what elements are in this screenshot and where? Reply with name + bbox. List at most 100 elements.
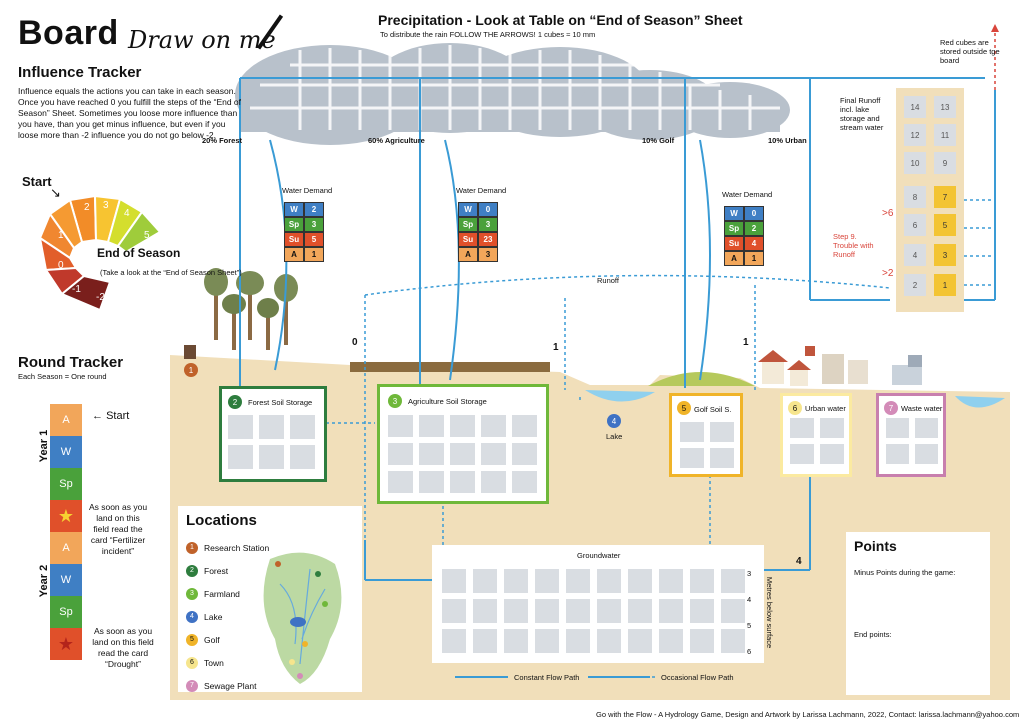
- water-demand-label-forest: Water Demand: [282, 186, 333, 195]
- round-cell-autumn-1: A: [50, 404, 82, 436]
- urban-badge: 6: [788, 401, 802, 415]
- runoff-cell-3[interactable]: 3: [934, 244, 956, 266]
- minus-points-label: Minus Points during the game:: [854, 568, 956, 577]
- round-cell-spring-2: Sp: [50, 596, 82, 628]
- round-cell-autumn-2: A: [50, 532, 82, 564]
- runoff-cell-6[interactable]: 6: [904, 214, 926, 236]
- end-of-season-note: (Take a look at the “End of Season Sheet…: [100, 268, 242, 277]
- round-cell-summer-2: ★: [50, 628, 82, 660]
- influence-tracker-title: Influence Tracker: [18, 64, 142, 81]
- agriculture-badge: 3: [388, 394, 402, 408]
- points-title: Points: [854, 538, 897, 554]
- runoff-cell-4[interactable]: 4: [904, 244, 926, 266]
- trouble-runoff-label: Step 9. Trouble with Runoff: [833, 232, 874, 259]
- round-tracker-subtitle: Each Season = One round: [18, 372, 107, 381]
- runoff-cell-8[interactable]: 8: [904, 186, 926, 208]
- runoff-cell-13[interactable]: 13: [934, 96, 956, 118]
- groundwater-grid[interactable]: [442, 569, 745, 653]
- runoff-cell-12[interactable]: 12: [904, 124, 926, 146]
- influence-value-1: 1: [58, 230, 64, 241]
- waste-storage-label: Waste water: [901, 404, 943, 413]
- runoff-cell-11[interactable]: 11: [934, 124, 956, 146]
- legend-occasional: Occasional Flow Path: [655, 673, 740, 682]
- round-start-label: ← Start: [92, 410, 130, 422]
- waste-storage-grid[interactable]: [886, 418, 938, 464]
- runoff-cell-10[interactable]: 10: [904, 152, 926, 174]
- forest-badge: 2: [228, 395, 242, 409]
- start-arrow-icon: ↘: [50, 185, 61, 200]
- runoff-cell-14[interactable]: 14: [904, 96, 926, 118]
- depth-axis-label: Metres below surface: [765, 576, 775, 649]
- research-station-badge: 1: [184, 363, 198, 377]
- board-title: Board: [18, 14, 119, 52]
- gt2-label: >2: [882, 268, 894, 279]
- agriculture-soil-storage: 3 Agriculture Soil Storage: [377, 384, 549, 504]
- waste-water-storage: 7 Waste water: [876, 393, 946, 477]
- round-tracker-title: Round Tracker: [18, 354, 124, 371]
- forest-storage-label: Forest Soil Storage: [248, 398, 313, 407]
- depth-6: 6: [747, 647, 752, 656]
- influence-value-0: 0: [58, 260, 64, 271]
- influence-value-5: 5: [144, 230, 150, 241]
- forest-share: 20% Forest: [202, 136, 243, 145]
- forest-storage-grid[interactable]: [228, 415, 315, 469]
- fertilizer-note: As soon as you land on this field read t…: [88, 502, 148, 556]
- urban-share: 10% Urban: [768, 136, 807, 145]
- end-of-season-label: End of Season: [97, 246, 181, 260]
- gt6-label: >6: [882, 208, 894, 219]
- golf-soil-storage: 5 Golf Soil S.: [669, 393, 743, 477]
- year1-label: Year 1: [38, 429, 51, 463]
- influence-value-4: 4: [124, 208, 130, 219]
- urban-storage-grid[interactable]: [790, 418, 844, 464]
- runoff-cell-1[interactable]: 1: [934, 274, 956, 296]
- runoff-cell-9[interactable]: 9: [934, 152, 956, 174]
- trees: [204, 268, 298, 350]
- agriculture-storage-grid[interactable]: [388, 415, 537, 493]
- influence-value-3: 3: [103, 200, 109, 211]
- precipitation-title: Precipitation - Look at Table on “End of…: [378, 12, 743, 28]
- agriculture-storage-label: Agriculture Soil Storage: [408, 397, 487, 406]
- round-cell-winter-1: W: [50, 436, 82, 468]
- influence-rules-text: Influence equals the actions you can tak…: [18, 86, 242, 140]
- catchment-map: [263, 552, 342, 684]
- golf-storage-grid[interactable]: [680, 422, 734, 468]
- lake-badge: 4: [607, 414, 621, 428]
- marker-4: 4: [796, 556, 802, 567]
- groundwater-panel: Groundwater 3 4 5 6: [432, 545, 764, 663]
- marker-1b: 1: [743, 337, 749, 348]
- locations-title: Locations: [186, 512, 257, 529]
- water-demand-label-agri: Water Demand: [456, 186, 507, 195]
- marker-1a: 1: [553, 342, 559, 353]
- marker-0: 0: [352, 337, 358, 348]
- golf-storage-label: Golf Soil S.: [694, 405, 732, 414]
- runoff-cell-2[interactable]: 2: [904, 274, 926, 296]
- influence-value-minus1: -1: [72, 284, 81, 295]
- town: [758, 346, 868, 386]
- legend-constant: Constant Flow Path: [508, 673, 586, 682]
- red-cubes-note: Red cubes are stored outside tge board: [940, 38, 1000, 65]
- footer-credits: Go with the Flow - A Hydrology Game, Des…: [596, 710, 1020, 719]
- influence-wheel: [38, 194, 162, 312]
- runoff-cell-5[interactable]: 5: [934, 214, 956, 236]
- star-icon: ★: [57, 505, 75, 526]
- runoff-label: Runoff: [597, 276, 619, 285]
- final-runoff-label: Final Runoff incl. lake storage and stre…: [840, 96, 884, 132]
- precipitation-subtitle: To distribute the rain FOLLOW THE ARROWS…: [380, 30, 596, 39]
- urban-storage-label: Urban water: [805, 404, 846, 413]
- depth-4: 4: [747, 595, 752, 604]
- agriculture-share: 60% Agriculture: [368, 136, 425, 145]
- final-runoff-panel: 14 13 12 11 10 9 8 7 6 5 4 3 2 1: [896, 88, 964, 312]
- urban-water-storage: 6 Urban water: [780, 393, 852, 477]
- depth-3: 3: [747, 569, 752, 578]
- lake-label: Lake: [606, 432, 623, 441]
- runoff-cell-7[interactable]: 7: [934, 186, 956, 208]
